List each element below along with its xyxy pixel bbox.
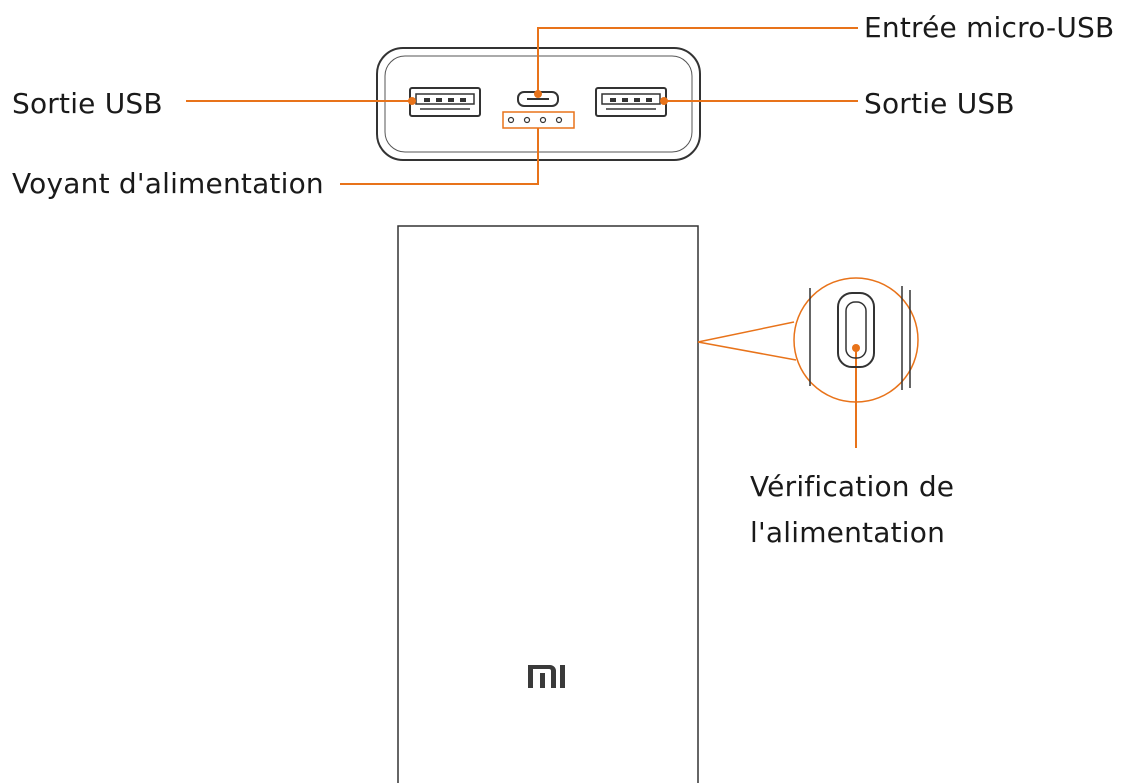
label-power-check-line2: l'alimentation xyxy=(750,516,946,549)
magnifier-detail xyxy=(809,286,911,390)
mi-logo-icon xyxy=(528,665,565,688)
usb-port-right-icon xyxy=(595,87,667,117)
magnifier-callout xyxy=(697,277,919,403)
label-power-check-line1: Vérification de xyxy=(750,470,955,503)
label-power-indicator: Voyant d'alimentation xyxy=(12,167,324,200)
front-view-body xyxy=(397,225,699,783)
callout-micro-usb xyxy=(537,27,858,94)
label-usb-output-left: Sortie USB xyxy=(12,87,163,120)
label-usb-output-right: Sortie USB xyxy=(864,87,1015,120)
indicator-led-dots xyxy=(507,116,563,124)
label-micro-usb-input: Entrée micro-USB xyxy=(864,11,1115,44)
callout-indicator xyxy=(340,128,539,185)
label-power-check: Vérification de l'alimentation xyxy=(750,464,1050,556)
usb-port-left-icon xyxy=(409,87,481,117)
